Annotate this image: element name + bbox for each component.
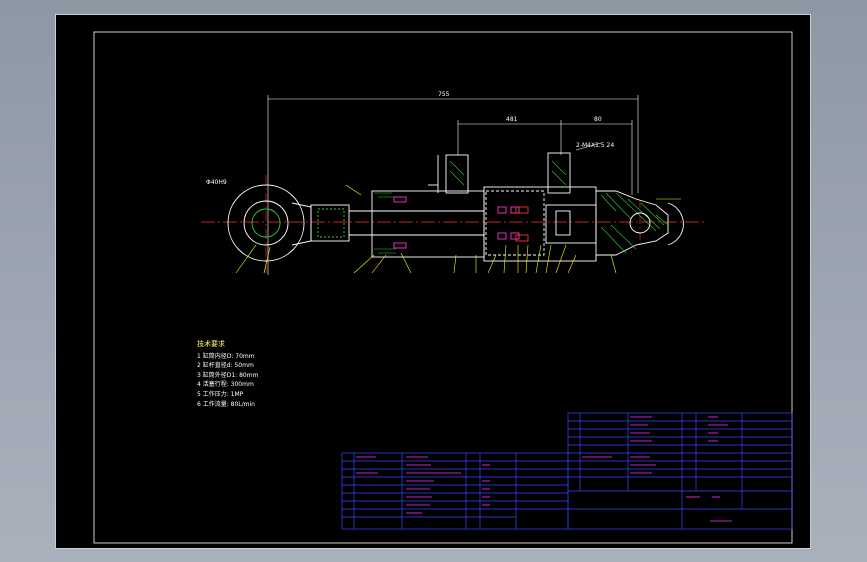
title-block xyxy=(341,412,793,530)
dim-end: 80 xyxy=(594,116,602,123)
dim-port: 2-M4X1.5 24 xyxy=(576,142,614,149)
section-hatching xyxy=(374,160,669,254)
drawing-border xyxy=(93,31,793,544)
title-block-entries xyxy=(356,416,732,522)
tech-req-line: 3 缸筒外径D1: 80mm xyxy=(197,371,259,379)
tech-req-line: 1 缸筒内径D: 70mm xyxy=(197,352,255,360)
technical-requirements: 技术要求 1 缸筒内径D: 70mm 2 缸杆直径d: 50mm 3 缸筒外径D… xyxy=(197,340,258,409)
piston-rod xyxy=(310,204,484,242)
piston-seals xyxy=(393,190,597,256)
tech-req-title: 技术要求 xyxy=(197,340,225,348)
dimension-lines xyxy=(267,95,639,275)
rod-end-label: Φ40H9 xyxy=(206,179,227,186)
tech-req-line: 4 活塞行程: 300mm xyxy=(197,381,254,389)
dim-mid: 481 xyxy=(506,116,518,123)
cad-drawing-canvas[interactable]: 755 481 80 2-M4X1.5 24 Φ40H9 xyxy=(55,14,811,549)
tech-req-line: 6 工作流量: 80L/min xyxy=(197,400,255,408)
tech-req-line: 5 工作压力: 1MP xyxy=(197,390,244,398)
clevis-end xyxy=(629,202,684,246)
tech-req-line: 2 缸杆直径d: 50mm xyxy=(197,362,254,370)
part-leaders xyxy=(235,184,681,274)
dim-overall: 755 xyxy=(438,91,450,98)
